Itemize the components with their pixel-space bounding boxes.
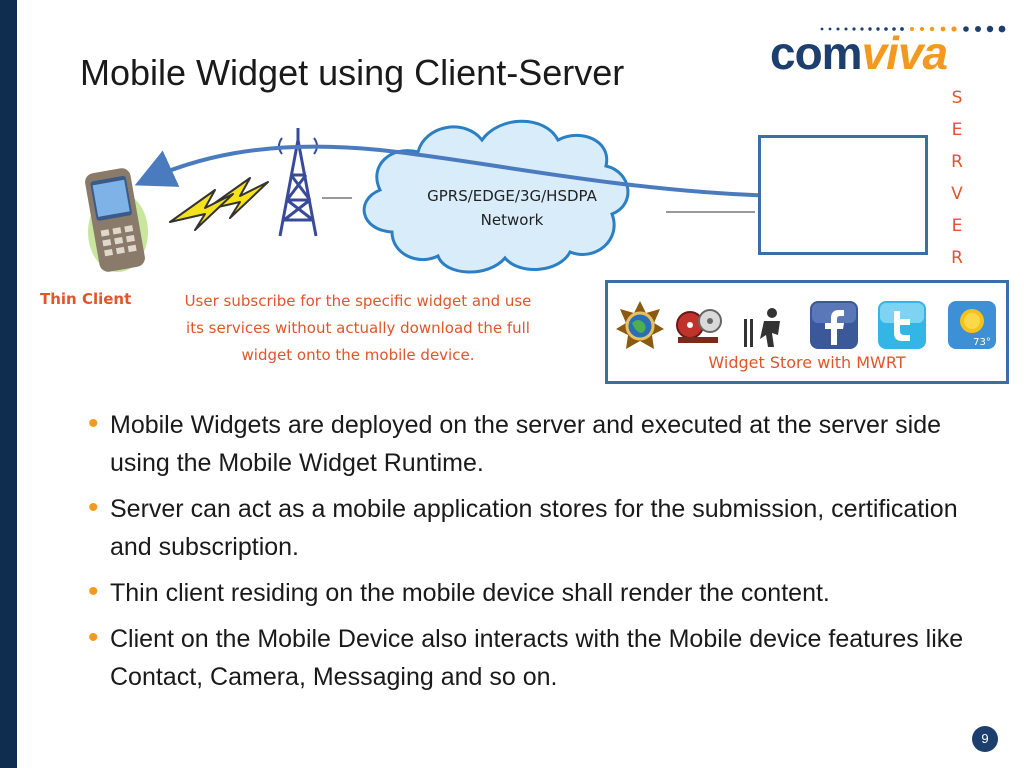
bullet-item: • Client on the Mobile Device also inter… <box>88 620 968 696</box>
bullet-item: • Server can act as a mobile application… <box>88 490 968 566</box>
server-vertical-label: S E R V E R <box>948 82 966 274</box>
bullet-list: • Mobile Widgets are deployed on the ser… <box>88 406 968 704</box>
thin-client-label: Thin Client <box>40 290 132 308</box>
weather-icon: 73° <box>948 301 996 349</box>
bullet-dot-icon: • <box>88 621 99 654</box>
bullet-text: Client on the Mobile Device also interac… <box>110 625 964 691</box>
globe-widget-icon <box>616 301 664 349</box>
logo-wordmark: comviva <box>770 26 949 80</box>
bullet-dot-icon: • <box>88 491 99 524</box>
facebook-icon <box>810 301 858 349</box>
company-logo: comviva <box>770 18 1010 80</box>
slide-title: Mobile Widget using Client-Server <box>80 52 625 93</box>
network-label-line2: Network <box>480 211 544 229</box>
left-accent-bar <box>0 0 17 768</box>
server-letter: E <box>951 216 963 236</box>
bullet-dot-icon: • <box>88 407 99 440</box>
widget-store-label: Widget Store with MWRT <box>708 353 906 372</box>
server-frame <box>758 135 928 255</box>
cell-tower-icon <box>278 128 318 237</box>
bullet-item: • Thin client residing on the mobile dev… <box>88 574 968 612</box>
bullet-text: Thin client residing on the mobile devic… <box>110 579 830 607</box>
mobile-phone-icon <box>85 168 148 272</box>
widget-store-box: 73° Widget Store with MWRT <box>605 280 1009 384</box>
twitter-icon <box>878 301 926 349</box>
lightning-icon <box>169 177 269 231</box>
server-letter: E <box>951 120 963 140</box>
weather-temp: 73° <box>973 337 991 348</box>
logo-dots <box>820 25 1006 33</box>
server-letter: R <box>951 248 963 268</box>
bullet-text: Mobile Widgets are deployed on the serve… <box>110 411 942 477</box>
subscribe-note: User subscribe for the specific widget a… <box>184 292 532 364</box>
client-server-arrow <box>134 144 781 198</box>
network-label: GPRS/EDGE/3G/HSDPA Network <box>392 184 632 232</box>
page-number: 9 <box>972 726 998 752</box>
network-label-line1: GPRS/EDGE/3G/HSDPA <box>427 187 597 205</box>
person-widget-icon <box>744 308 780 347</box>
logo-part-com: com <box>770 27 863 79</box>
server-letter: R <box>951 152 963 172</box>
bullet-text: Server can act as a mobile application s… <box>110 495 958 561</box>
server-letter: S <box>951 88 963 108</box>
bullet-dot-icon: • <box>88 575 99 608</box>
logo-part-viva: viva <box>861 27 949 79</box>
server-letter: V <box>951 184 963 204</box>
film-reel-icon <box>676 309 722 343</box>
bullet-item: • Mobile Widgets are deployed on the ser… <box>88 406 968 482</box>
